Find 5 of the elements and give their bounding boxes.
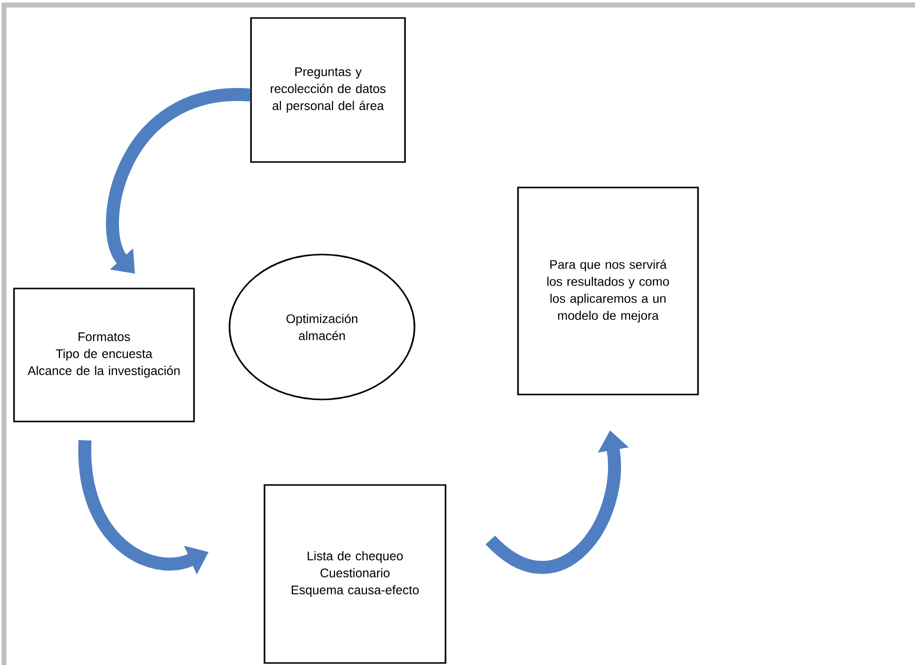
process-box: Lista de chequeo Cuestionario Esquema causa-efecto <box>264 484 446 664</box>
process-box: Preguntas y recolección de datos al personal del área <box>250 17 406 163</box>
process-box: Formatos Tipo de encuesta Alcance de la investigación <box>13 288 195 422</box>
process-box: Para que nos servirá los resultados y como los aplicaremos a un modelo de mejora <box>517 186 699 396</box>
ellipse-node: Optimización almacén <box>228 254 416 400</box>
